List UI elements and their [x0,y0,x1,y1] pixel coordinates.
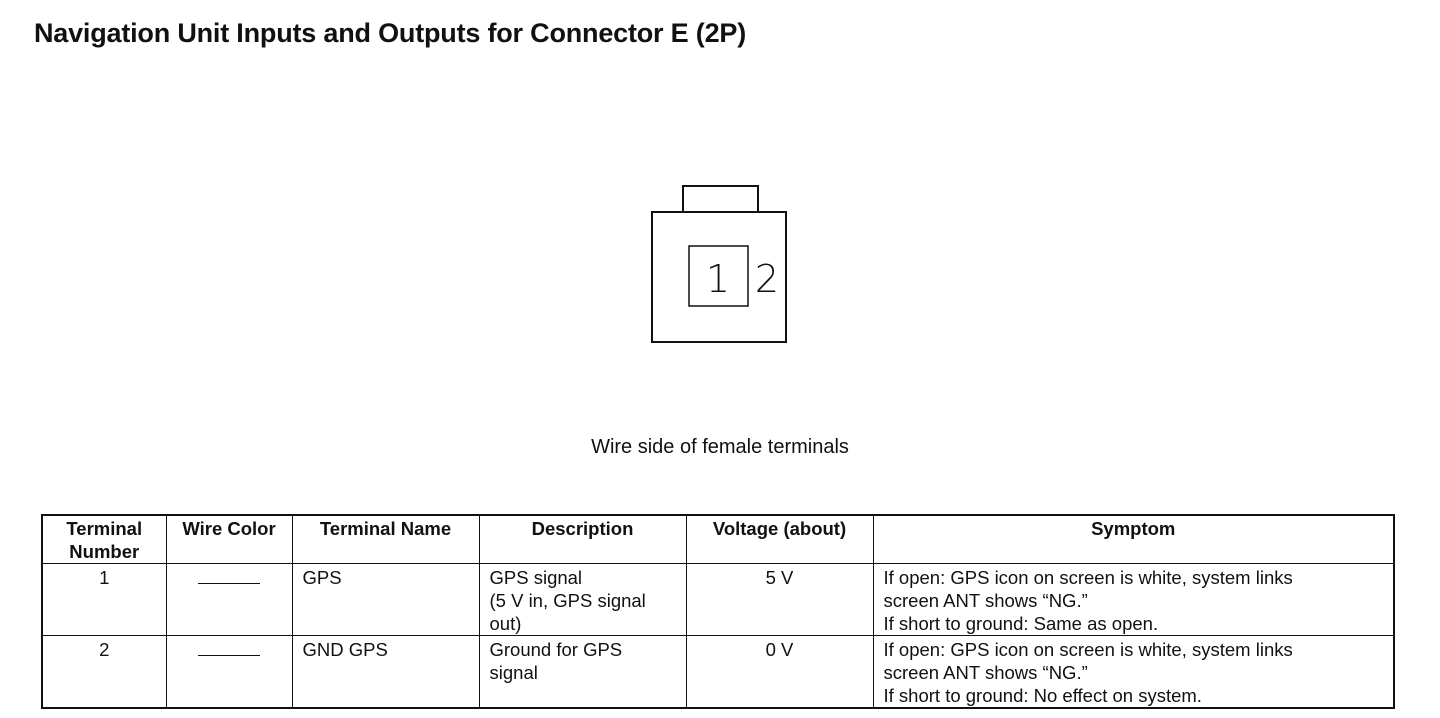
cell-terminal-number: 2 [41,635,167,709]
cell-terminal-name: GPS [291,563,480,636]
description-line: (5 V in, GPS signal [489,590,646,611]
connector-e-drawing: 1 2 [651,185,787,343]
connector-housing [651,211,787,343]
description-line: Ground for GPS [489,639,623,660]
io-table: Terminal Number Wire Color Terminal Name… [41,514,1395,709]
connector-diagram: 1 2 [640,180,800,350]
symptom-line: If open: GPS icon on screen is white, sy… [883,567,1293,588]
figure-caption: Wire side of female terminals [591,436,849,458]
wire-color-dash [198,583,260,584]
table-row: 2 GND GPS Ground for GPS signal 0 V If o… [41,635,1395,709]
pin-label-1: 1 [706,257,730,301]
pin-label-2: 2 [755,257,779,301]
symptom-line: If short to ground: Same as open. [883,613,1159,634]
header-terminal-number: Terminal Number [41,514,167,564]
description-line: signal [489,662,538,683]
header-wire-color: Wire Color [165,514,293,564]
symptom-line: screen ANT shows “NG.” [883,590,1088,611]
table-row: 1 GPS GPS signal (5 V in, GPS signal out… [41,563,1395,636]
symptom-line: screen ANT shows “NG.” [883,662,1088,683]
header-symptom: Symptom [872,514,1395,564]
header-description: Description [478,514,687,564]
header-terminal-number-line: Number [69,541,140,562]
symptom-line: If open: GPS icon on screen is white, sy… [883,639,1293,660]
header-terminal-name: Terminal Name [291,514,480,564]
wire-color-dash [198,655,260,656]
cell-wire-color [165,635,293,709]
page-title: Navigation Unit Inputs and Outputs for C… [34,18,746,48]
cell-wire-color [165,563,293,636]
header-voltage: Voltage (about) [685,514,874,564]
symptom-line: If short to ground: No effect on system. [883,685,1202,706]
description-line: GPS signal [489,567,583,588]
cell-description: GPS signal (5 V in, GPS signal out) [478,563,687,636]
connector-latch [682,185,759,213]
cell-voltage: 0 V [685,635,874,709]
cell-terminal-number: 1 [41,563,167,636]
cell-symptom: If open: GPS icon on screen is white, sy… [872,563,1395,636]
cell-voltage: 5 V [685,563,874,636]
cell-description: Ground for GPS signal [478,635,687,709]
header-terminal-number-line: Terminal [66,518,143,539]
terminal-cavity [688,245,749,307]
description-line: out) [489,613,522,634]
cell-symptom: If open: GPS icon on screen is white, sy… [872,635,1395,709]
cell-terminal-name: GND GPS [291,635,480,709]
table-header-row: Terminal Number Wire Color Terminal Name… [41,514,1395,564]
